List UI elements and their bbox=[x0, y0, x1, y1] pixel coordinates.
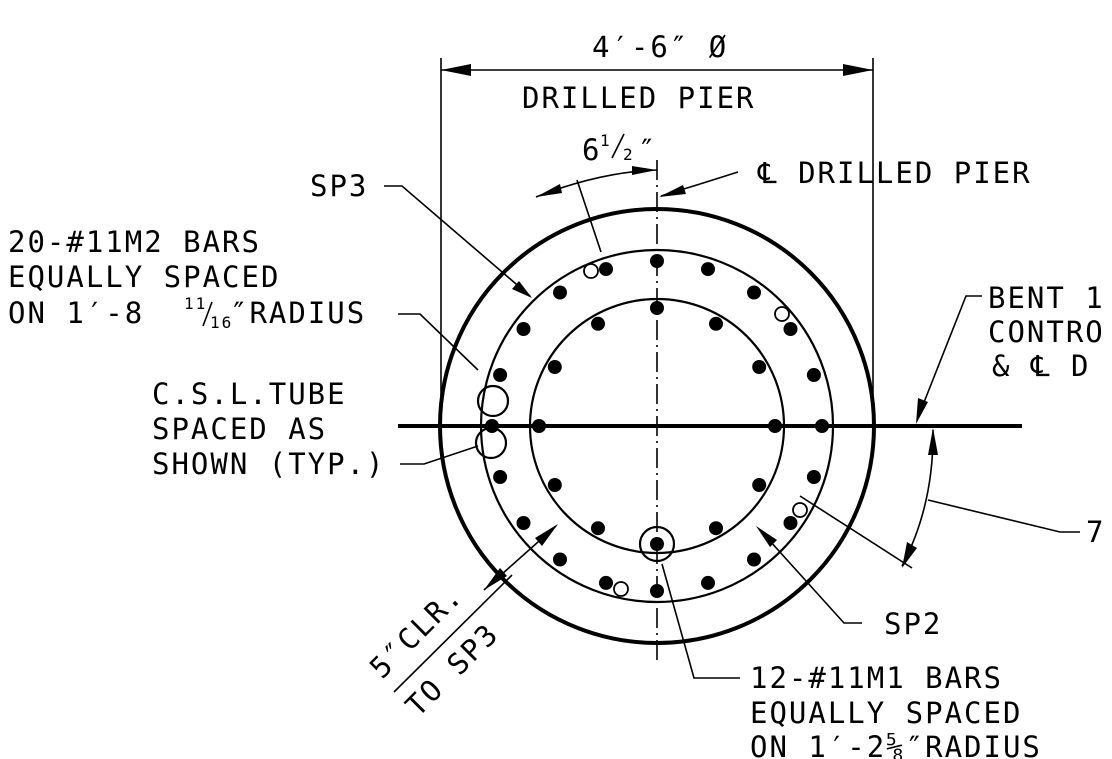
m2-bars-group bbox=[476, 254, 829, 598]
m1-bar bbox=[532, 419, 546, 433]
m2-bar bbox=[783, 516, 798, 530]
bent-label-line2: CONTRO bbox=[988, 315, 1105, 349]
clearance-label-underline bbox=[393, 574, 513, 693]
m2-bar bbox=[806, 368, 821, 382]
m2-bar bbox=[553, 552, 567, 567]
m1-bars-label-line3: ON 1′-2⅝″RADIUS bbox=[750, 730, 1042, 759]
angle-extension-line bbox=[799, 495, 913, 569]
m1-bar bbox=[591, 521, 605, 536]
csl-tube bbox=[792, 502, 808, 518]
cl-drilled-pier-label: ℄ DRILLED PIER bbox=[757, 156, 1032, 190]
arrowhead-left bbox=[441, 64, 471, 76]
m2-bars-label-line1: 20-#11M2 BARS bbox=[8, 225, 261, 259]
csl-tube bbox=[583, 263, 599, 279]
m1-bar bbox=[591, 316, 605, 331]
clearance-arrowhead-inner bbox=[535, 524, 558, 546]
spacing-extension-line bbox=[576, 179, 602, 253]
bent-label-line3: & ℄ D bbox=[992, 349, 1090, 383]
m2-bar bbox=[553, 285, 567, 300]
m2-bar-callout-ring bbox=[476, 384, 510, 418]
cl-leader-arrowhead bbox=[659, 185, 686, 197]
spacing-arrowhead-right bbox=[632, 166, 657, 175]
m2-bar bbox=[806, 470, 821, 484]
sp2-label: SP2 bbox=[884, 607, 942, 641]
sp3-leader-arrowhead bbox=[512, 281, 532, 298]
csl-leader-line bbox=[400, 445, 479, 465]
m1-bars-label-line2: EQUALLY SPACED bbox=[750, 696, 1022, 730]
m2-bar bbox=[493, 470, 508, 484]
m2-bar bbox=[650, 254, 664, 268]
m1-bar bbox=[768, 419, 782, 433]
width-dimension-label: 4′-6″ Ø bbox=[592, 30, 728, 64]
width-dimension bbox=[440, 58, 874, 432]
drilled-pier-title: DRILLED PIER bbox=[522, 81, 756, 115]
m2-leader-line bbox=[398, 313, 479, 371]
m2-bar bbox=[747, 285, 761, 300]
sp3-label: SP3 bbox=[310, 169, 368, 203]
spacing-arrowhead-left bbox=[536, 184, 562, 197]
m2-bar bbox=[701, 262, 715, 277]
spacing-label-numerator: 1 bbox=[600, 131, 612, 150]
sp3-leader-line bbox=[384, 185, 531, 297]
csl-tube bbox=[774, 306, 790, 322]
m2-bars-label-denominator: 16 bbox=[210, 313, 233, 332]
bar-spacing-dimension bbox=[535, 166, 658, 253]
csl-label-line2: SPACED AS bbox=[152, 412, 327, 446]
m1-bars-group bbox=[532, 301, 782, 563]
m2-bar bbox=[516, 322, 531, 336]
m2-bars-label-numerator: 11 bbox=[184, 294, 207, 313]
csl-label-line1: C.S.L.TUBE bbox=[152, 377, 347, 411]
spacing-label-inch: ″ bbox=[638, 133, 657, 167]
angle-leader-line bbox=[927, 499, 1080, 533]
m2-bars-label-line3a: ON 1′-8 bbox=[8, 296, 144, 330]
m2-bar bbox=[815, 419, 829, 433]
m1-bar-callout-ring bbox=[638, 525, 676, 563]
m1-leader-line bbox=[661, 563, 740, 679]
m2-bar bbox=[701, 575, 715, 590]
m1-bar bbox=[547, 360, 562, 374]
m1-bar bbox=[650, 301, 664, 315]
m1-bar bbox=[547, 478, 562, 492]
m2-bar bbox=[516, 516, 531, 530]
csl-tube bbox=[613, 581, 629, 597]
csl-callout-ring bbox=[474, 426, 508, 460]
m2-fraction-bar bbox=[202, 301, 213, 327]
csl-label-line3: SHOWN (TYP.) bbox=[152, 447, 386, 481]
spacing-label-whole: 6 bbox=[582, 133, 601, 167]
bent-leader-line bbox=[916, 295, 982, 421]
angle-arrowhead-top bbox=[928, 428, 938, 455]
m1-bars-label-line1: 12-#11M1 BARS bbox=[750, 661, 1003, 695]
angle-label: 7 bbox=[1086, 515, 1105, 549]
clearance-arrowhead-outer bbox=[484, 568, 507, 590]
m1-bar bbox=[709, 521, 723, 536]
m2-bar bbox=[485, 419, 499, 433]
spacing-fraction-bar bbox=[611, 133, 625, 159]
sp2-leader-arrowhead bbox=[756, 526, 777, 547]
m2-bar bbox=[783, 322, 798, 336]
m2-bar bbox=[650, 584, 664, 598]
m1-bar bbox=[650, 537, 664, 551]
bent-label-line1: BENT 1 bbox=[988, 281, 1105, 315]
cl-leader-line bbox=[699, 171, 739, 185]
csl-tubes-group bbox=[474, 263, 808, 597]
m2-bar bbox=[493, 368, 508, 382]
m2-bars-label-line3b: ″RADIUS bbox=[230, 296, 366, 330]
m1-bar bbox=[752, 360, 767, 374]
m1-bar bbox=[709, 316, 723, 331]
m2-bars-label-line2: EQUALLY SPACED bbox=[8, 260, 280, 294]
m2-bar bbox=[747, 552, 761, 567]
m2-bar bbox=[599, 575, 613, 590]
arrowhead-right bbox=[843, 64, 873, 76]
bent-leader-arrowhead bbox=[916, 398, 928, 424]
sp2-leader-line bbox=[759, 529, 862, 624]
spacing-label-denominator: 2 bbox=[623, 145, 635, 164]
m1-bar bbox=[752, 478, 767, 492]
m2-bar bbox=[599, 262, 613, 277]
angle-arrowhead-bottom bbox=[902, 542, 917, 568]
